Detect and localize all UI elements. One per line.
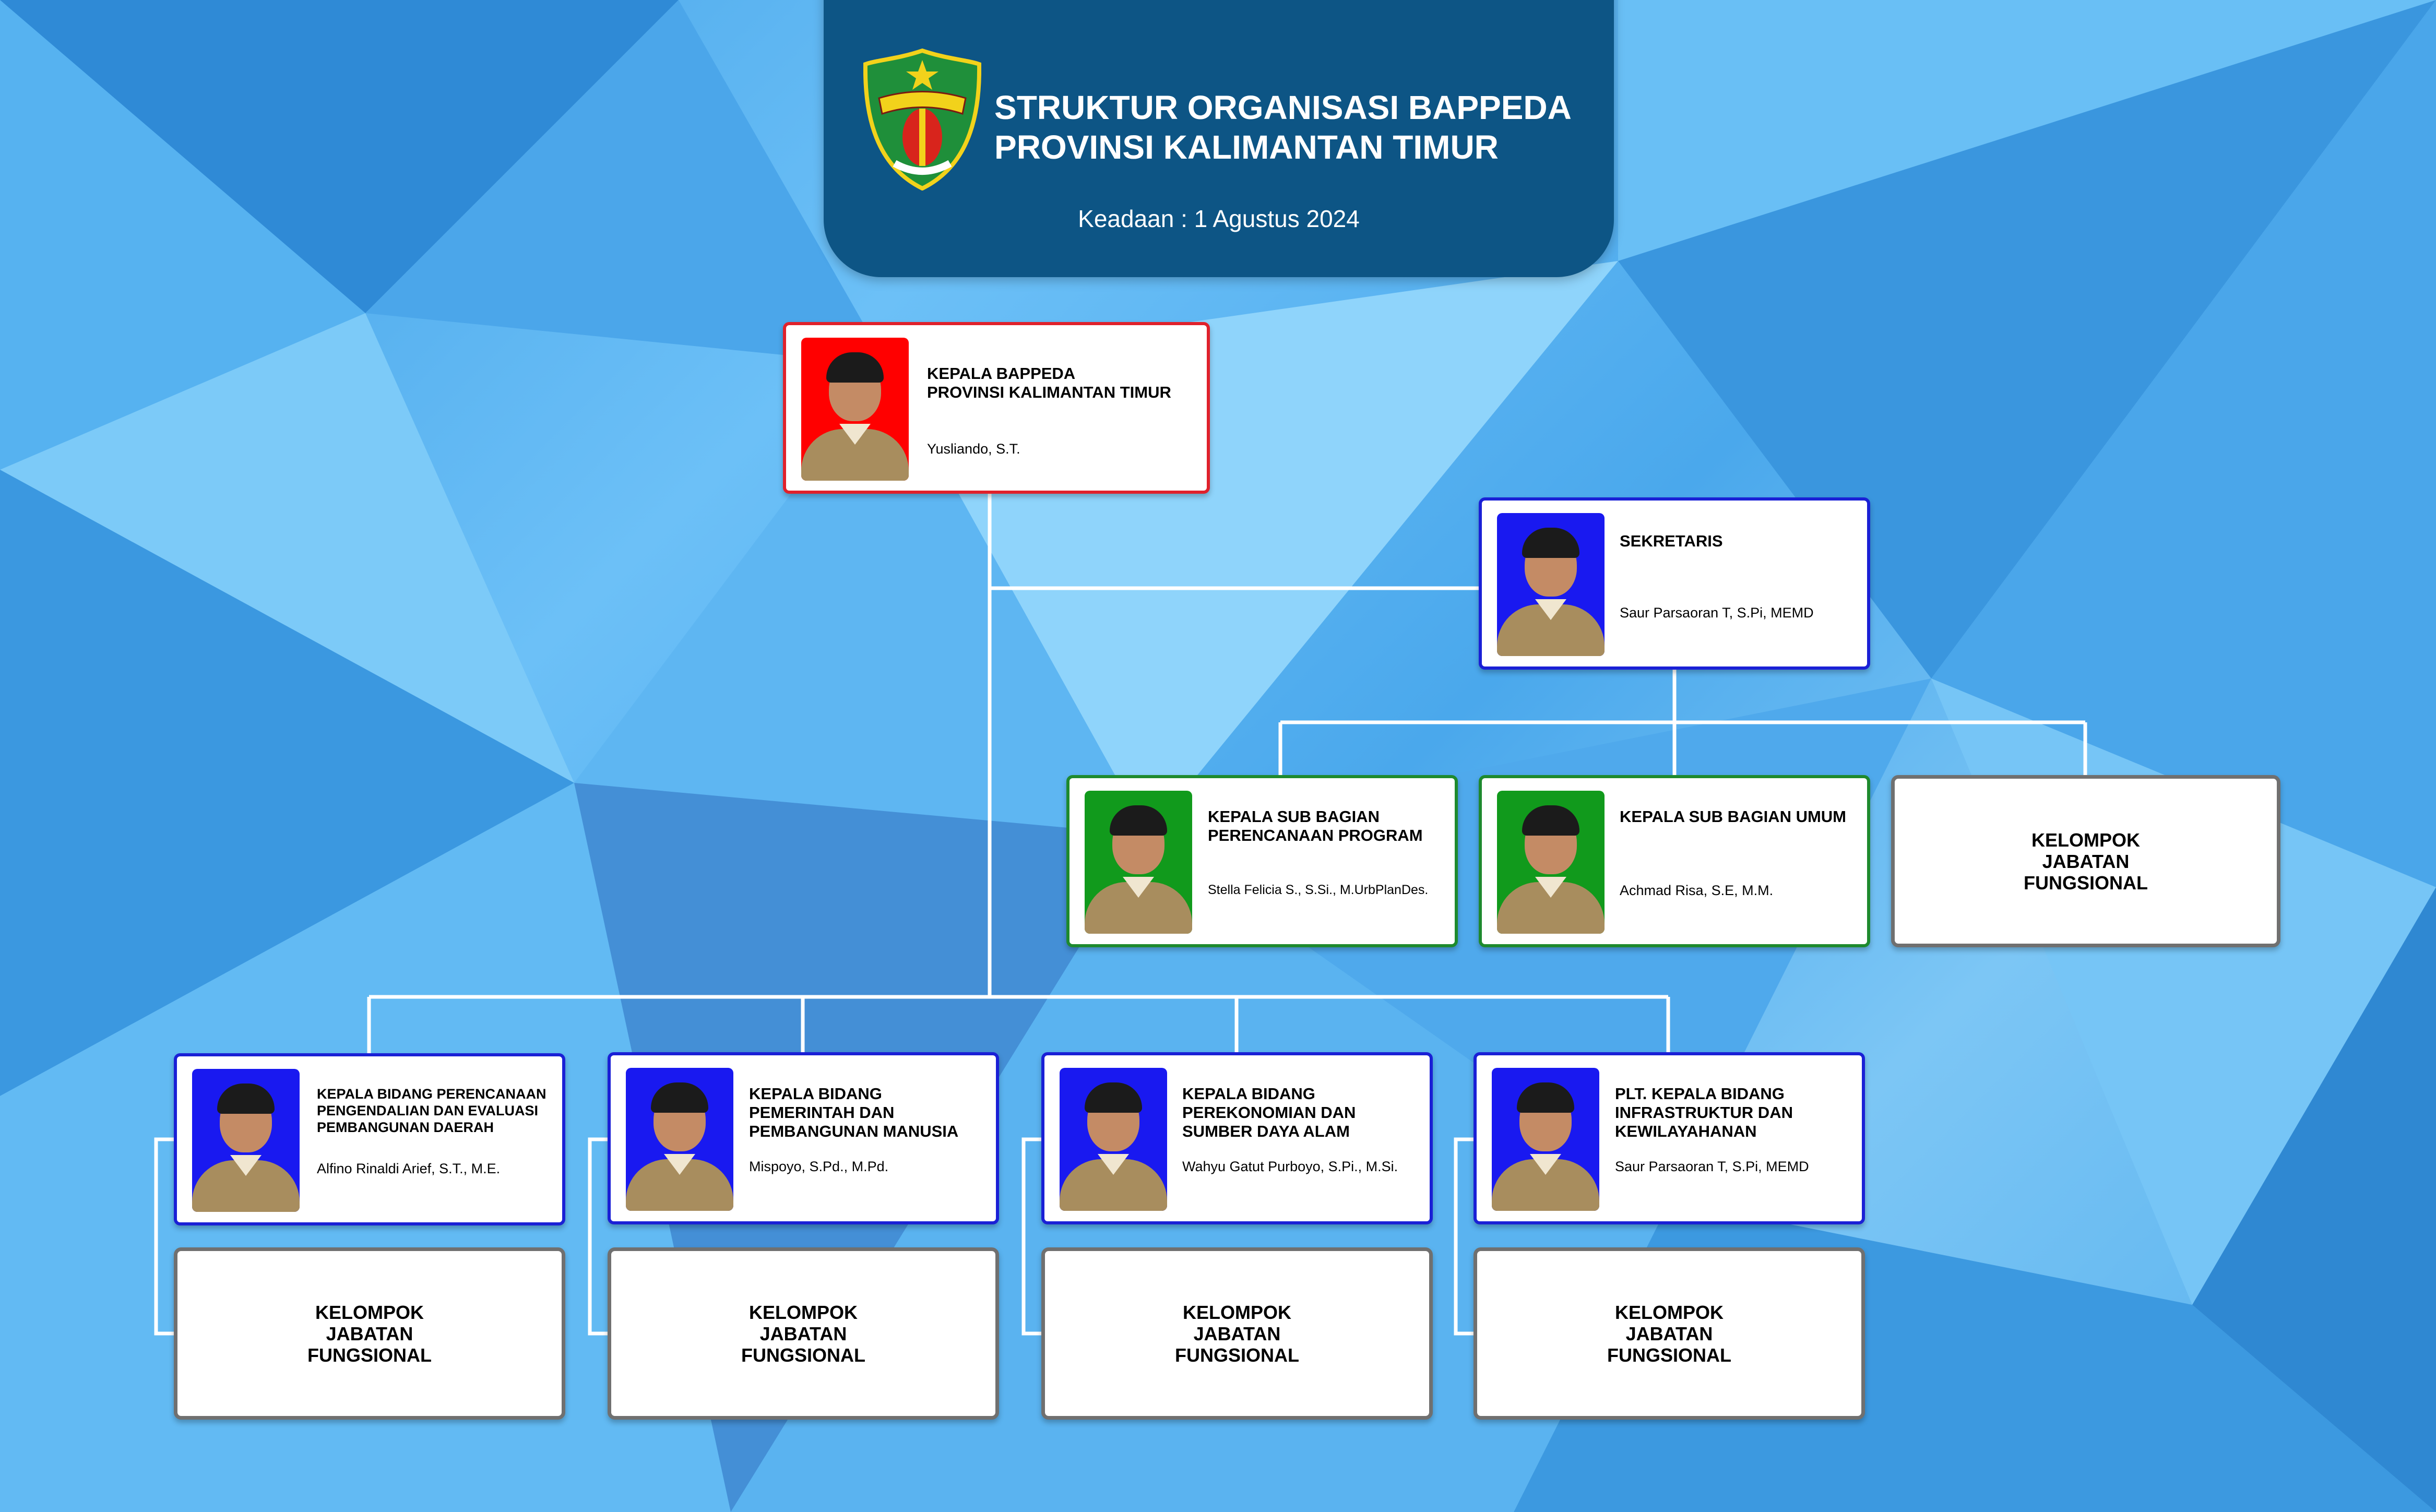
avatar (801, 338, 909, 481)
fungsional-line: JABATAN (1625, 1323, 1713, 1344)
fungsional-line: JABATAN (759, 1323, 847, 1344)
position-title: KEPALA SUB BAGIAN PERENCANAAN PROGRAM (1208, 807, 1423, 845)
position-title-line: PROVINSI KALIMANTAN TIMUR (927, 383, 1171, 401)
position-title-line: KEPALA BIDANG (1182, 1085, 1315, 1103)
position-title-line: PEREKONOMIAN DAN (1182, 1103, 1356, 1122)
position-title-line: PENGENDALIAN DAN EVALUASI (317, 1103, 539, 1118)
position-title: KEPALA SUB BAGIAN UMUM (1620, 807, 1846, 826)
person-name: Alfino Rinaldi Arief, S.T., M.E. (317, 1161, 501, 1176)
card-kelompok-jabatan-fungsional: KELOMPOK JABATAN FUNGSIONAL (1474, 1247, 1865, 1420)
position-title-line: KEPALA BAPPEDA (927, 364, 1076, 383)
position-title: KEPALA BIDANG PERENCANAAN PENGENDALIAN D… (317, 1086, 546, 1136)
kalimantan-timur-emblem-icon (863, 49, 981, 191)
fungsional-line: KELOMPOK (2031, 829, 2140, 851)
person-name: Wahyu Gatut Purboyo, S.Pi., M.Si. (1182, 1159, 1398, 1174)
person-name: Yusliando, S.T. (927, 441, 1020, 457)
person-name: Saur Parsaoran T, S.Pi, MEMD (1620, 605, 1814, 621)
person-name: Mispoyo, S.Pd., M.Pd. (749, 1159, 889, 1174)
position-title: KEPALA BIDANG PEREKONOMIAN DAN SUMBER DA… (1182, 1085, 1356, 1141)
avatar (1085, 791, 1192, 934)
position-title: SEKRETARIS (1620, 532, 1723, 550)
person-name: Achmad Risa, S.E, M.M. (1620, 883, 1774, 898)
card-bidang-pemerintah-pembangunan-manusia: KEPALA BIDANG PEMERINTAH DAN PEMBANGUNAN… (608, 1052, 999, 1224)
fungsional-line: FUNGSIONAL (1607, 1344, 1731, 1366)
position-title: KEPALA BIDANG PEMERINTAH DAN PEMBANGUNAN… (749, 1085, 958, 1141)
position-title-line: KEPALA SUB BAGIAN (1208, 807, 1380, 826)
fungsional-line: KELOMPOK (1182, 1301, 1291, 1323)
position-title-line: PEMBANGUNAN MANUSIA (749, 1122, 959, 1140)
avatar (192, 1069, 300, 1212)
card-kelompok-jabatan-fungsional: KELOMPOK JABATAN FUNGSIONAL (1041, 1247, 1433, 1420)
date-label: Keadaan : 1 Agustus 2024 (1078, 205, 1360, 232)
card-kelompok-jabatan-fungsional: KELOMPOK JABATAN FUNGSIONAL (608, 1247, 999, 1420)
page-title: STRUKTUR ORGANISASI BAPPEDA PROVINSI KAL… (994, 88, 1572, 167)
avatar (1497, 791, 1605, 934)
card-bidang-infrastruktur-kewilayahan: PLT. KEPALA BIDANG INFRASTRUKTUR DAN KEW… (1474, 1052, 1865, 1224)
fungsional-line: KELOMPOK (1614, 1301, 1724, 1323)
card-bidang-perencanaan-pengendalian: KEPALA BIDANG PERENCANAAN PENGENDALIAN D… (174, 1053, 565, 1225)
fungsional-line: FUNGSIONAL (1175, 1344, 1299, 1366)
avatar (1060, 1068, 1167, 1211)
fungsional-line: KELOMPOK (748, 1301, 858, 1323)
fungsional-line: JABATAN (1193, 1323, 1281, 1344)
card-subbag-perencanaan-program: KEPALA SUB BAGIAN PERENCANAAN PROGRAM St… (1066, 775, 1458, 947)
title-line-2: PROVINSI KALIMANTAN TIMUR (994, 128, 1499, 166)
card-kelompok-jabatan-fungsional: KELOMPOK JABATAN FUNGSIONAL (1891, 775, 2280, 947)
position-title-line: PEMERINTAH DAN (749, 1103, 895, 1122)
card-bidang-perekonomian-sda: KEPALA BIDANG PEREKONOMIAN DAN SUMBER DA… (1041, 1052, 1433, 1224)
avatar (626, 1068, 733, 1211)
fungsional-line: FUNGSIONAL (2024, 872, 2148, 894)
position-title-line: PERENCANAAN PROGRAM (1208, 826, 1423, 844)
person-name: Stella Felicia S., S.Si., M.UrbPlanDes. (1208, 883, 1429, 897)
position-title-line: KEPALA BIDANG (749, 1085, 882, 1103)
card-sekretaris: SEKRETARIS Saur Parsaoran T, S.Pi, MEMD (1479, 497, 1870, 670)
person-name: Saur Parsaoran T, S.Pi, MEMD (1615, 1159, 1809, 1174)
position-title-line: KEPALA BIDANG PERENCANAAN (317, 1086, 546, 1102)
fungsional-line: JABATAN (326, 1323, 413, 1344)
position-title-line: KEPALA SUB BAGIAN UMUM (1620, 807, 1846, 826)
fungsional-line: FUNGSIONAL (741, 1344, 865, 1366)
card-kelompok-jabatan-fungsional: KELOMPOK JABATAN FUNGSIONAL (174, 1247, 565, 1420)
fungsional-line: FUNGSIONAL (307, 1344, 432, 1366)
position-title: PLT. KEPALA BIDANG INFRASTRUKTUR DAN KEW… (1615, 1085, 1793, 1141)
position-title-line: PEMBANGUNAN DAERAH (317, 1120, 494, 1135)
title-line-1: STRUKTUR ORGANISASI BAPPEDA (994, 89, 1572, 126)
fungsional-line: KELOMPOK (315, 1301, 424, 1323)
position-title-line: SUMBER DAYA ALAM (1182, 1122, 1350, 1140)
position-title-line: KEWILAYAHANAN (1615, 1122, 1757, 1140)
position-title: KEPALA BAPPEDA PROVINSI KALIMANTAN TIMUR (927, 364, 1171, 402)
avatar (1497, 513, 1605, 656)
fungsional-line: JABATAN (2042, 850, 2130, 872)
avatar (1492, 1068, 1599, 1211)
card-subbag-umum: KEPALA SUB BAGIAN UMUM Achmad Risa, S.E,… (1479, 775, 1870, 947)
position-title-line: INFRASTRUKTUR DAN (1615, 1103, 1793, 1122)
position-title-line: PLT. KEPALA BIDANG (1615, 1085, 1785, 1103)
card-kepala-bappeda: KEPALA BAPPEDA PROVINSI KALIMANTAN TIMUR… (783, 322, 1210, 494)
